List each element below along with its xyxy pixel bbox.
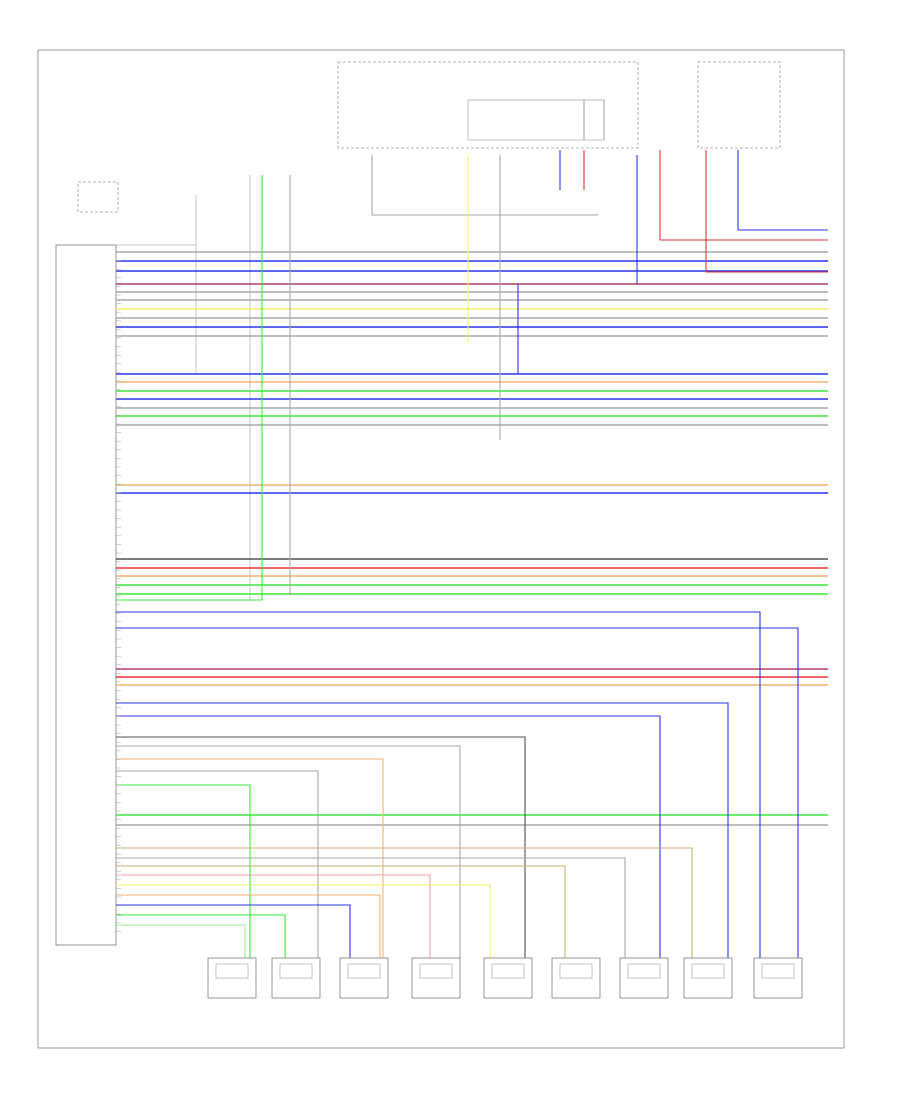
- branch-wire-9: [116, 847, 693, 958]
- branch-wire-8: [116, 784, 251, 958]
- component-c7: [619, 957, 669, 999]
- component-c2: [271, 957, 321, 999]
- bottom-components: [207, 957, 803, 999]
- branch-wire-3: [116, 715, 661, 958]
- component-symbol: [761, 963, 795, 979]
- branch-wire-16: [116, 914, 286, 958]
- component-symbol: [419, 963, 453, 979]
- top-left-dashed-box: [337, 61, 639, 149]
- top-right-dashed-box: [697, 61, 781, 149]
- v-wire-11: [737, 150, 828, 231]
- component-c6: [551, 957, 601, 999]
- branch-wire-10: [116, 857, 626, 958]
- branch-wire-6: [116, 758, 384, 958]
- branch-wire-4: [116, 736, 526, 958]
- branch-wire-1: [116, 627, 799, 958]
- component-symbol: [691, 963, 725, 979]
- branch-wire-11: [116, 865, 566, 958]
- component-symbol: [627, 963, 661, 979]
- component-c1: [207, 957, 257, 999]
- branch-wire-0: [116, 611, 761, 958]
- component-symbol: [559, 963, 593, 979]
- component-symbol: [491, 963, 525, 979]
- horizontal-wires: [116, 251, 828, 958]
- component-c9: [753, 957, 803, 999]
- branch-wire-2: [116, 702, 729, 958]
- branch-wire-17: [116, 924, 246, 958]
- component-c8: [683, 957, 733, 999]
- branch-wire-7: [116, 770, 319, 958]
- branch-wire-5: [116, 745, 461, 958]
- branch-wire-13: [116, 884, 491, 958]
- v-wire-2: [371, 155, 598, 216]
- branch-wire-12: [116, 874, 431, 958]
- v-wire-0: [116, 175, 263, 601]
- v-wire-10: [705, 150, 828, 273]
- component-symbol: [215, 963, 249, 979]
- controller-block: [55, 244, 117, 946]
- component-c5: [483, 957, 533, 999]
- controller-sub-box: [77, 181, 119, 213]
- v-wire-9: [659, 150, 828, 241]
- component-c4: [411, 957, 461, 999]
- component-symbol: [279, 963, 313, 979]
- vertical-wires: [116, 100, 828, 601]
- pin-labels: [116, 251, 121, 932]
- branch-wire-14: [116, 894, 381, 958]
- component-c3: [339, 957, 389, 999]
- branch-wire-15: [116, 904, 351, 958]
- component-symbol: [347, 963, 381, 979]
- diagram-frame: [37, 49, 845, 1049]
